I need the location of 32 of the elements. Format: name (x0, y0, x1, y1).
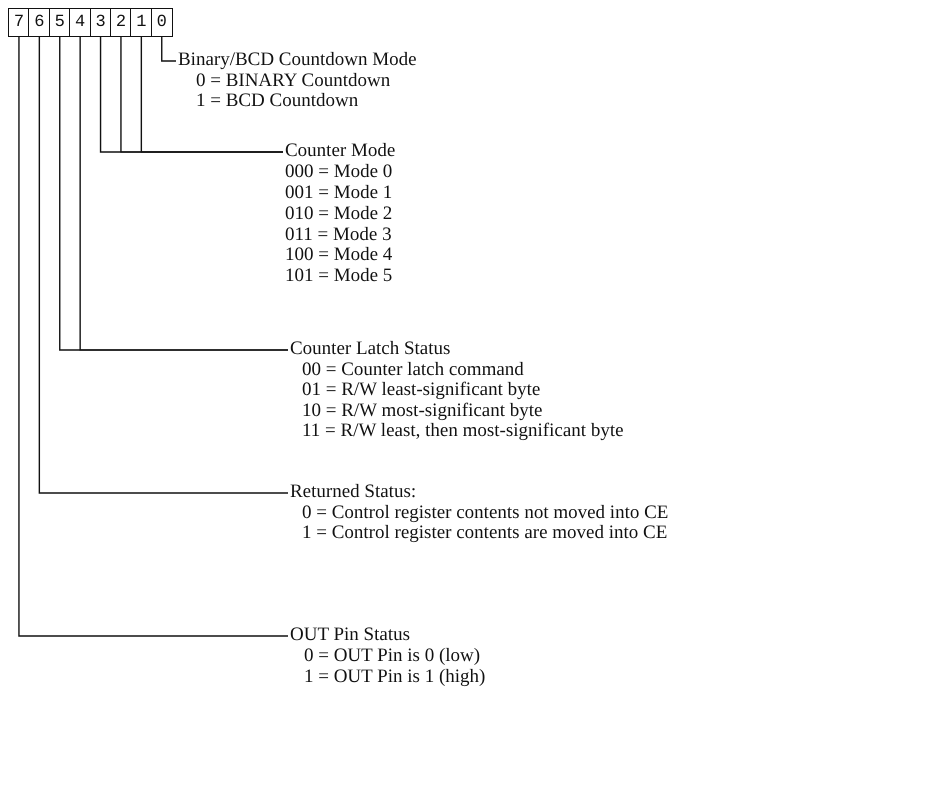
leader-line (161, 37, 176, 62)
bit-number: 3 (90, 8, 112, 37)
bit-number: 7 (8, 8, 30, 37)
bit-number: 6 (28, 8, 50, 37)
value-description: 000 = Mode 0 (285, 162, 392, 182)
bit-number: 0 (150, 8, 173, 37)
bit-number: 1 (130, 8, 152, 37)
value-description: 1 = OUT Pin is 1 (high) (304, 667, 486, 688)
value-description: 1 = BCD Countdown (196, 91, 358, 112)
value-description: 1 = Control register contents are moved into CE (302, 523, 668, 544)
value-description: 11 = R/W least, then most-significant byte (302, 421, 624, 442)
value-description: 011 = Mode 3 (285, 224, 392, 246)
value-description: 010 = Mode 2 (285, 204, 392, 224)
field-heading: OUT Pin Status (290, 625, 410, 646)
value-description: 101 = Mode 5 (285, 266, 392, 287)
field-heading: Binary/BCD Countdown Mode (178, 50, 417, 71)
leader-line (18, 37, 288, 637)
value-description: 0 = Control register contents not moved into CE (302, 502, 668, 524)
value-description: 100 = Mode 4 (285, 245, 392, 266)
value-description: 0 = BINARY Countdown (196, 70, 390, 92)
value-description: 01 = R/W least-significant byte (302, 380, 540, 401)
value-description: 0 = OUT Pin is 0 (low) (304, 646, 480, 667)
value-description: 10 = R/W most-significant byte (302, 400, 542, 422)
field-heading: Returned Status: (290, 482, 416, 503)
value-description: 00 = Counter latch command (302, 360, 524, 380)
value-description: 001 = Mode 1 (285, 182, 392, 204)
bit-number: 2 (110, 8, 132, 37)
leader-line (38, 37, 288, 494)
bit-number: 4 (69, 8, 92, 37)
bit-number: 5 (48, 8, 71, 37)
field-heading: Counter Mode (285, 141, 396, 162)
field-heading: Counter Latch Status (290, 339, 450, 360)
